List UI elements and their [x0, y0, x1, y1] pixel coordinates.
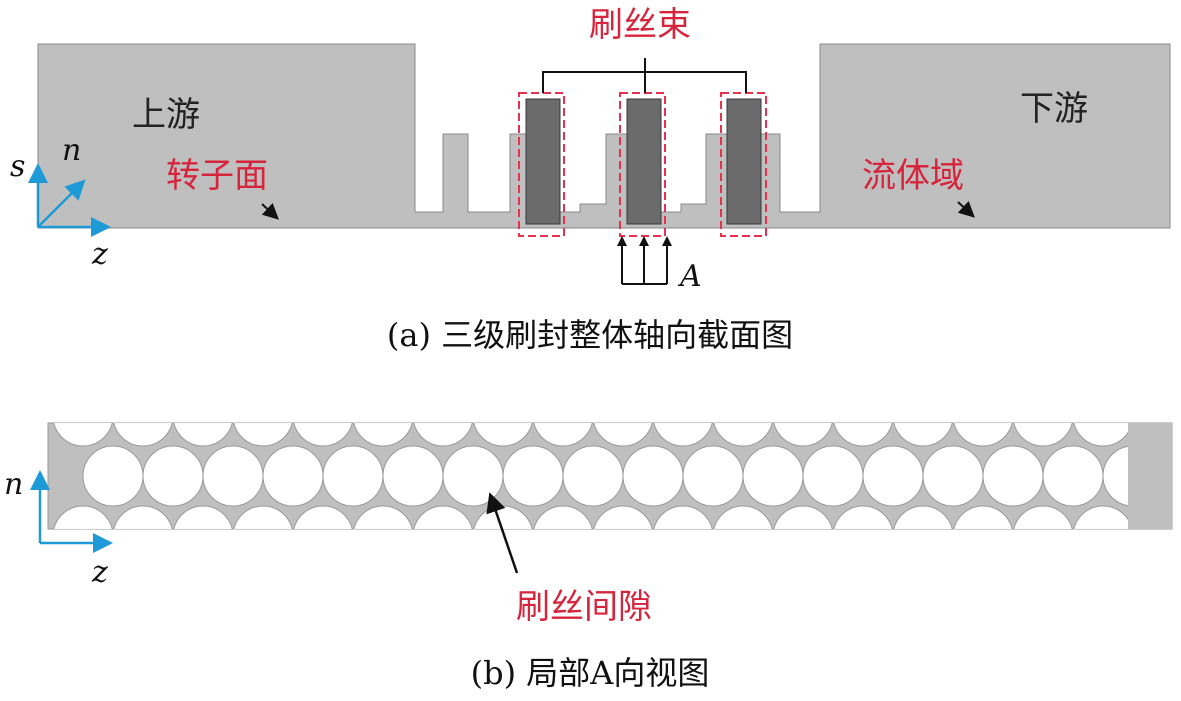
bristle-circle [173, 423, 233, 447]
bristle-circle [113, 423, 173, 447]
strip-end-block [1128, 423, 1172, 529]
bristle-circle [53, 423, 113, 447]
bristle-circle [233, 423, 293, 447]
bristle-circle [982, 445, 1044, 507]
bristle-circle [713, 423, 773, 447]
bristle-circle [862, 445, 924, 507]
bristle-circle [353, 423, 413, 447]
bristle-circle [833, 423, 893, 447]
bristle-circle [893, 423, 953, 447]
bristle-circle [113, 505, 173, 529]
bristle-circle [293, 505, 353, 529]
bristle-circle [53, 505, 113, 529]
caption-b: (b) 局部A向视图 [471, 654, 710, 692]
bristle-circle [1042, 445, 1104, 507]
bristle-bracket [542, 58, 747, 93]
gap-pointer-arrow [486, 492, 519, 574]
downstream-label: 下游 [1020, 89, 1088, 129]
bristle-circle [533, 505, 593, 529]
bristle-circle [382, 445, 444, 507]
rotor-pointer-arrow [261, 202, 279, 220]
upstream-label: 上游 [132, 95, 200, 135]
axis-z-label-b: z [91, 555, 108, 590]
bristle-circle [773, 423, 833, 447]
bristle-circle [82, 445, 144, 507]
rotor-surface-label: 转子面 [166, 156, 268, 196]
axis-n-label: n [62, 133, 81, 168]
fluid-domain-label: 流体域 [862, 156, 964, 196]
bristle-box-1 [518, 92, 565, 237]
bristle-circle [833, 505, 893, 529]
bristle-circle [262, 445, 324, 507]
bristle-box-2 [619, 92, 666, 237]
bristle-circle [742, 445, 804, 507]
bristle-pack-2 [626, 98, 662, 225]
bristle-circle [413, 505, 473, 529]
bristle-circle [473, 423, 533, 447]
view-A-label: A [677, 259, 702, 294]
fluid-pointer-arrow [957, 200, 975, 218]
bristle-circle [353, 505, 413, 529]
bristle-circle [202, 445, 264, 507]
bristle-circle [1013, 423, 1073, 447]
bristle-box-3 [720, 92, 767, 237]
bristle-circle [593, 423, 653, 447]
bristle-circle [322, 445, 384, 507]
bristle-circle [953, 423, 1013, 447]
axis-n-label-b: n [4, 467, 23, 502]
axis-s-label: s [10, 149, 25, 184]
bristle-circle [473, 505, 533, 529]
bristle-circle [562, 445, 624, 507]
caption-a: (a) 三级刷封整体轴向截面图 [387, 316, 793, 354]
bristle-circle [533, 423, 593, 447]
bristle-circle [142, 445, 204, 507]
bristle-circle [502, 445, 564, 507]
view-A-arrows [617, 236, 672, 285]
bristle-circle [593, 505, 653, 529]
axes-b [30, 470, 113, 553]
bristle-circle [1073, 423, 1133, 447]
bristle-circle [682, 445, 744, 507]
bristle-circle [713, 505, 773, 529]
bristle-circle [413, 423, 473, 447]
bristle-circle [233, 505, 293, 529]
bristle-circle [893, 505, 953, 529]
bristle-circle [442, 445, 504, 507]
bristle-circle [293, 423, 353, 447]
bristle-circle [1073, 505, 1133, 529]
bristles-title: 刷丝束 [589, 5, 691, 45]
bristle-gap-label: 刷丝间隙 [516, 587, 652, 627]
bristle-circle [653, 505, 713, 529]
bristle-circle [1013, 505, 1073, 529]
figure-b-local-view: n z 刷丝间隙 (b) 局部A向视图 [4, 422, 1173, 692]
bristle-pack-3 [726, 98, 762, 225]
bristle-circles [53, 423, 1172, 529]
bristle-circle [653, 423, 713, 447]
bristle-circle [922, 445, 984, 507]
bristle-circle [773, 505, 833, 529]
axes-a [28, 163, 111, 237]
bristle-circle [173, 505, 233, 529]
bristle-circle [953, 505, 1013, 529]
bristle-pack-1 [525, 98, 561, 225]
fluid-domain-shape [37, 43, 1171, 229]
bristle-circle [802, 445, 864, 507]
bristle-circle [622, 445, 684, 507]
figure-a-cross-section: 刷丝束 上游 下游 转子面 流体域 A s n z (a) 三级刷封整体轴向截面… [10, 5, 1171, 354]
axis-z-label: z [91, 237, 108, 272]
